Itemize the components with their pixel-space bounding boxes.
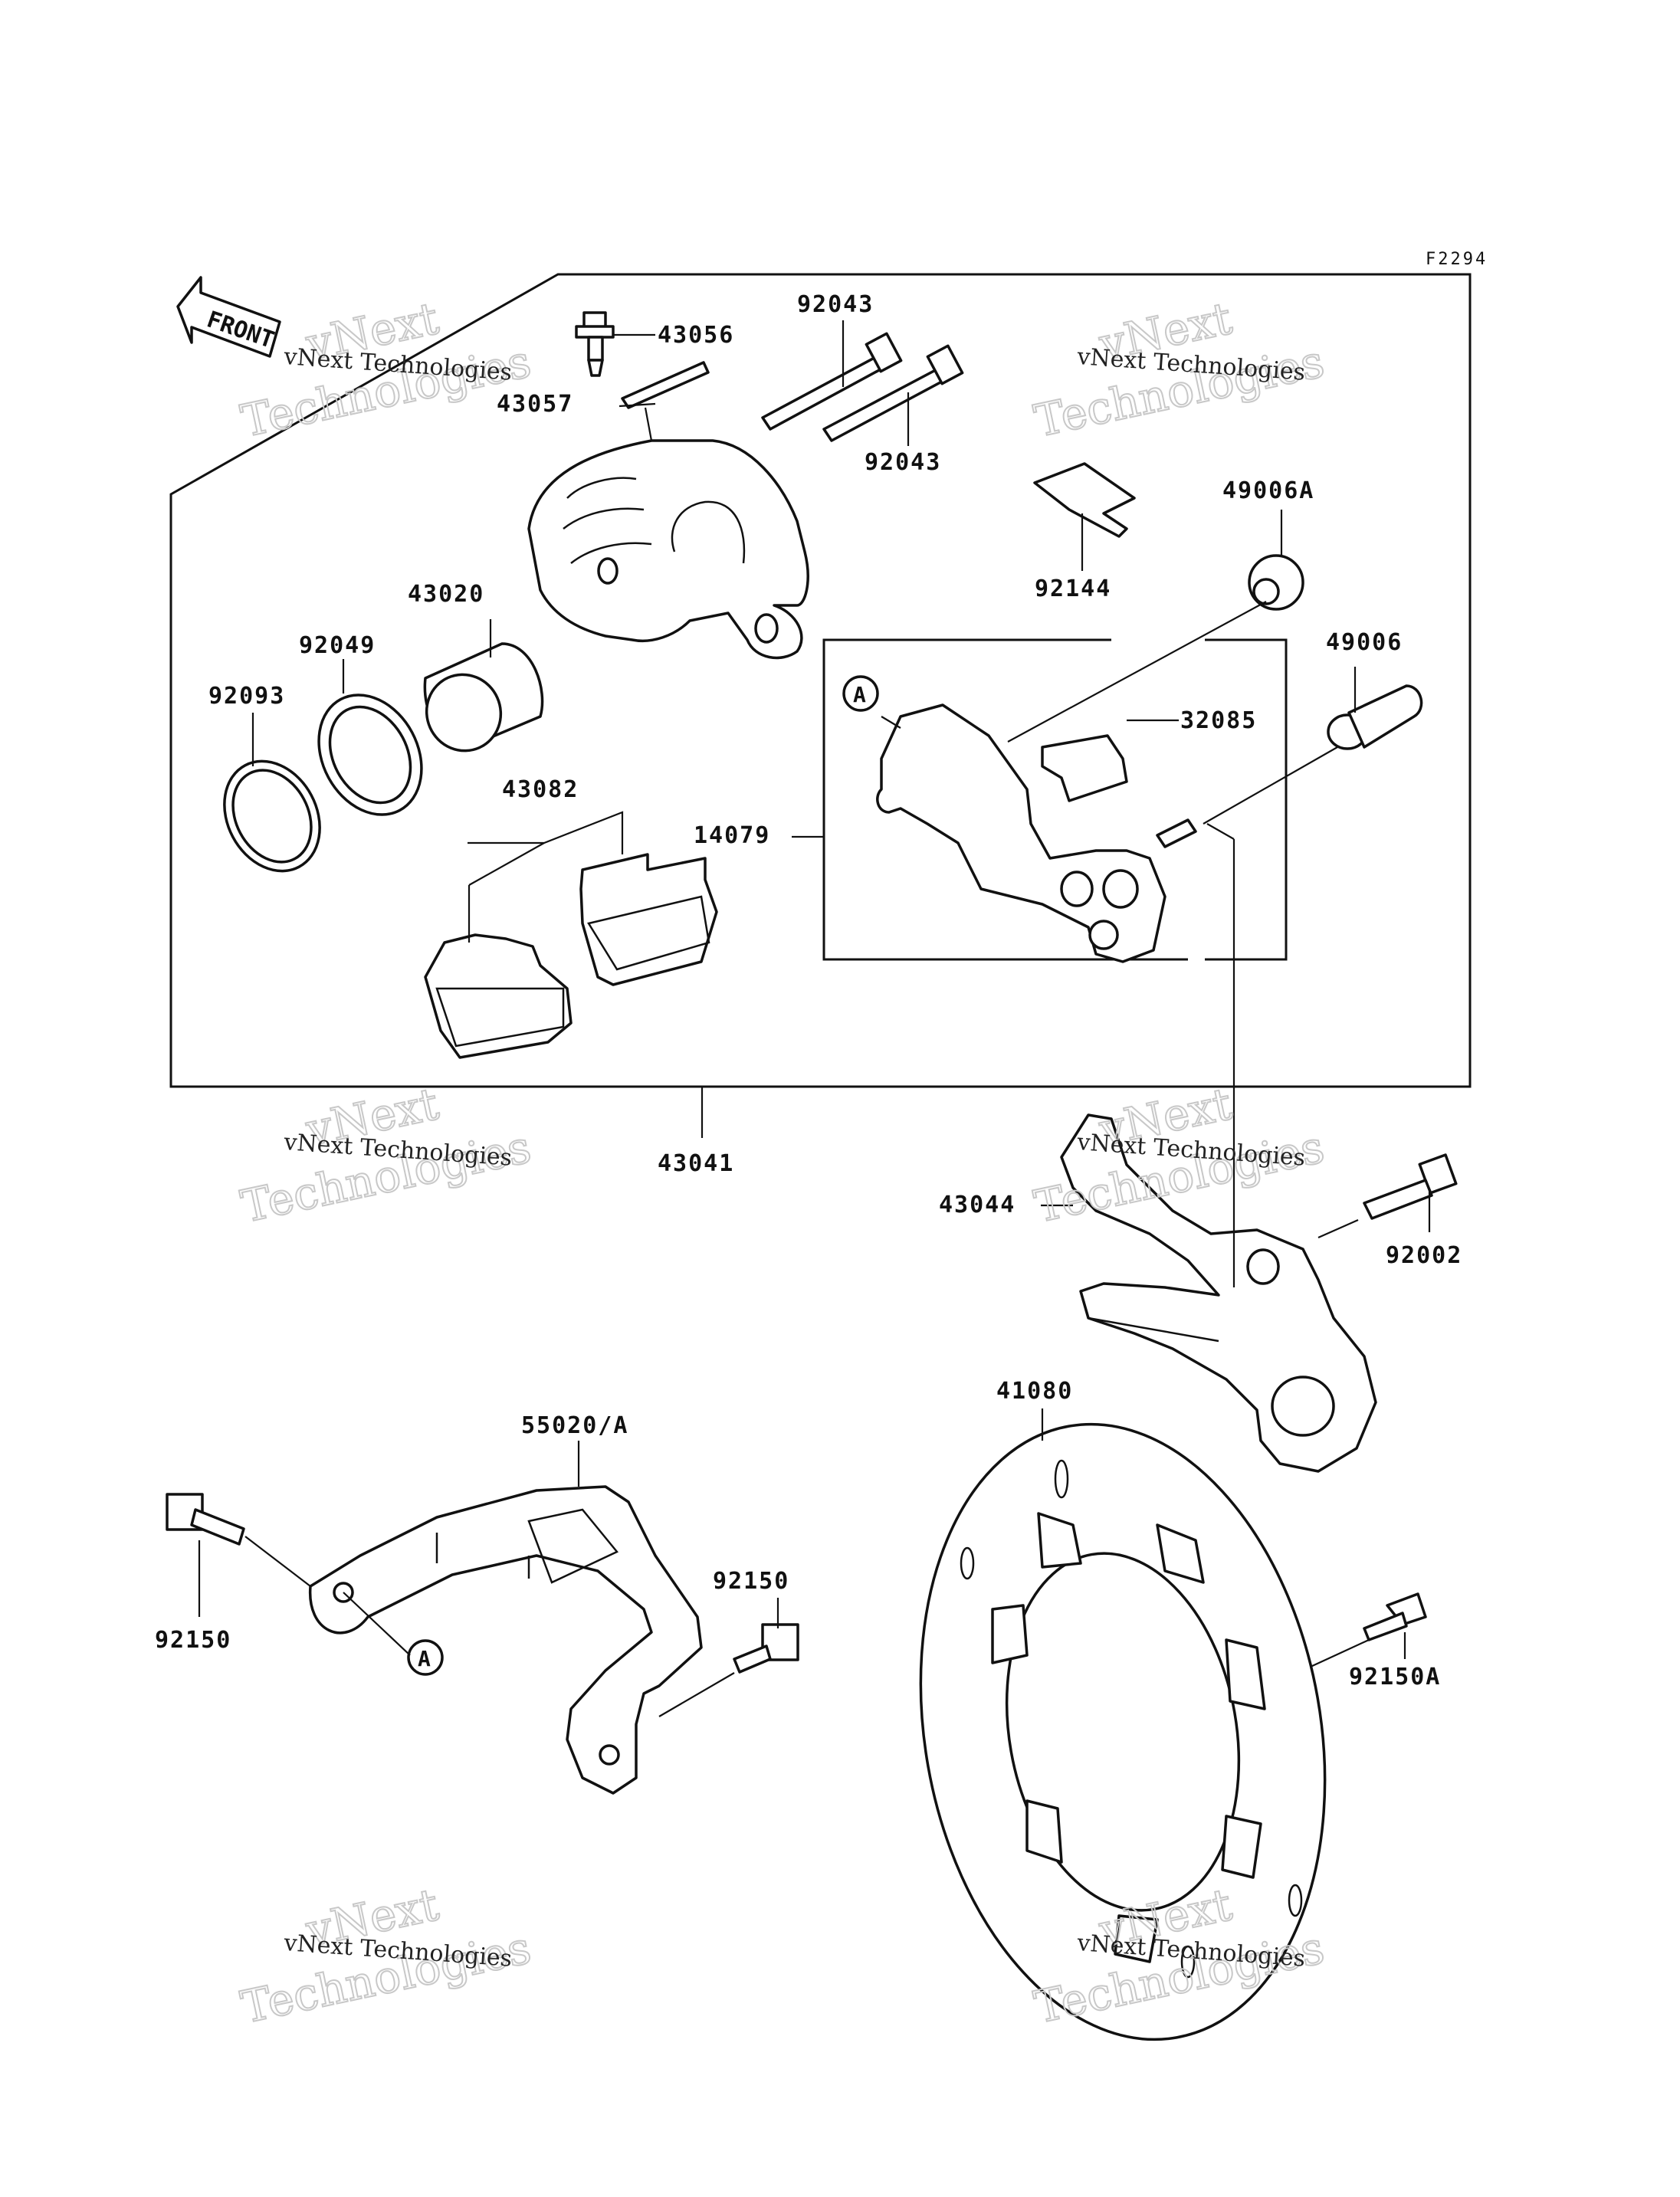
label-32085: 32085 [1180, 707, 1257, 734]
disc-guard [309, 1485, 703, 1795]
leader-lines [198, 320, 1431, 1717]
svg-text:A: A [853, 682, 866, 707]
caliper-pin [822, 344, 964, 442]
watermark: vNext Technologies vNext Technologies [236, 1877, 536, 2035]
label-43041: 43041 [658, 1150, 734, 1177]
pad-spring [1041, 734, 1128, 802]
dust-seal [223, 759, 321, 873]
spring-clip [1033, 462, 1136, 538]
guard-bolt-left [166, 1493, 245, 1546]
piston [423, 642, 544, 753]
label-92093: 92093 [208, 683, 285, 710]
label-43057: 43057 [497, 391, 573, 418]
guard-bolt-right [733, 1623, 799, 1674]
bleeder-valve [575, 311, 615, 377]
label-41080: 41080 [996, 1378, 1073, 1405]
bracket-bolt [1363, 1153, 1458, 1220]
brake-pad [424, 933, 573, 1059]
svg-text:A: A [418, 1646, 431, 1671]
label-92002: 92002 [1386, 1242, 1462, 1269]
label-43020: 43020 [408, 581, 484, 608]
caliper-bracket [876, 703, 1197, 963]
ref-marker-a: A [842, 675, 879, 712]
caliper-mounting-bracket [1060, 1113, 1377, 1473]
label-14079: 14079 [694, 822, 770, 849]
label-92043: 92043 [865, 449, 941, 476]
label-43082: 43082 [502, 776, 579, 803]
pin-plate [621, 361, 710, 409]
watermark: vNext Technologies vNext Technologies [236, 291, 536, 448]
brake-pad [579, 853, 718, 986]
label-92150: 92150 [155, 1627, 231, 1654]
diagram-code: F2294 [1426, 250, 1488, 269]
label-92150: 92150 [713, 1568, 789, 1595]
piston-seal [317, 694, 423, 816]
disc-screw [1363, 1592, 1427, 1641]
label-43044: 43044 [939, 1192, 1016, 1218]
label-55020A: 55020/A [521, 1412, 628, 1439]
watermark: vNext Technologies vNext Technologies [236, 1077, 536, 1234]
label-49006A: 49006A [1222, 477, 1314, 504]
assembly-frame [169, 273, 1472, 1088]
watermark: vNext Technologies vNext Technologies [1029, 291, 1330, 448]
label-92144: 92144 [1035, 575, 1111, 602]
label-49006: 49006 [1326, 629, 1403, 656]
rubber-boot [1248, 554, 1304, 611]
label-92150A: 92150A [1349, 1664, 1441, 1690]
label-92043: 92043 [797, 291, 874, 318]
label-92049: 92049 [299, 632, 376, 659]
front-arrow-icon: FRONT [176, 276, 281, 358]
caliper-pin [761, 332, 903, 431]
brake-disc [919, 1422, 1327, 2041]
caliper-body [527, 439, 809, 660]
part-labels: 43056 43057 92043 92043 92144 49006A 430… [155, 291, 1462, 1690]
label-43056: 43056 [658, 322, 734, 349]
subassembly-frame [1205, 638, 1288, 961]
caliper-sleeve [1327, 684, 1423, 750]
ref-marker-a: A [407, 1639, 444, 1676]
